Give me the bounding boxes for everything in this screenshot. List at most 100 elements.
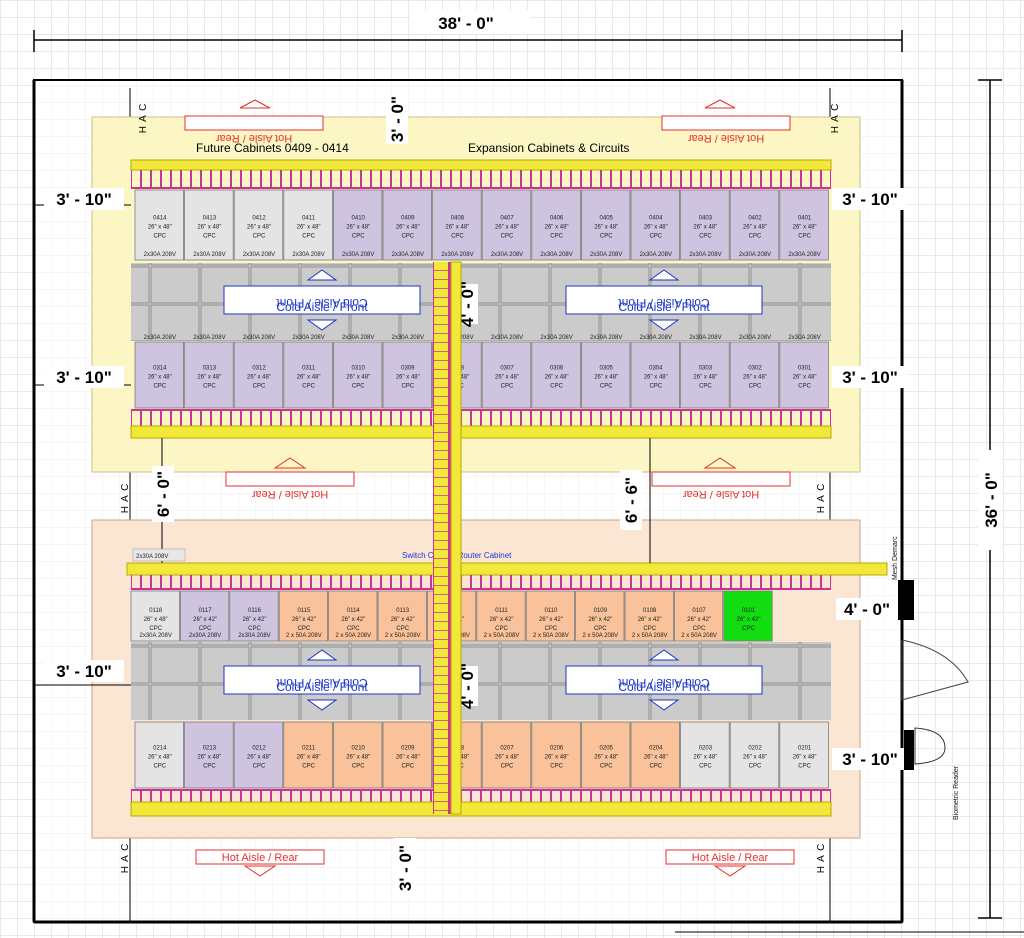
cabinet-size-0118: 26" x 48" bbox=[144, 617, 168, 623]
cabinet-size-0211: 26" x 48" bbox=[297, 755, 321, 761]
cabinet-size-0113: 26" x 42" bbox=[391, 617, 415, 623]
cabinet-type-0310: CPC bbox=[352, 384, 365, 390]
cabinet-size-0412: 26" x 48" bbox=[247, 224, 271, 230]
cabinet-id-0408: 0408 bbox=[451, 215, 465, 221]
cabinet-size-0406: 26" x 48" bbox=[545, 224, 569, 230]
cabinet-power-0314: 2x30A 208V bbox=[144, 335, 176, 341]
svg-text:6' - 0": 6' - 0" bbox=[154, 471, 173, 517]
cabinet-power-0312: 2x30A 208V bbox=[243, 335, 275, 341]
cabinet-id-0116: 0116 bbox=[248, 608, 262, 614]
cabinet-id-0204: 0204 bbox=[649, 746, 663, 752]
right-dimension: 36' - 0" bbox=[978, 79, 1002, 919]
cabinet-type-0405: CPC bbox=[600, 233, 613, 239]
cabinet-size-0414: 26" x 48" bbox=[148, 224, 172, 230]
hac-label-3: H A C bbox=[120, 483, 131, 514]
cabinet-type-0304: CPC bbox=[649, 384, 662, 390]
svg-text:Hot Aisle / Rear: Hot Aisle / Rear bbox=[251, 488, 328, 500]
hot-aisle-marker-1: Hot Aisle / Rear bbox=[184, 99, 324, 144]
cabinet-power-0109: 2 x 50A 208V bbox=[582, 633, 618, 639]
svg-text:4' - 0": 4' - 0" bbox=[458, 281, 477, 327]
cabinet-power-0412: 2x30A 208V bbox=[243, 252, 275, 258]
cabinet-type-0115: CPC bbox=[298, 626, 311, 632]
cable-tray-top bbox=[130, 159, 832, 189]
cabinet-size-0110: 26" x 42" bbox=[539, 617, 563, 623]
cabinet-size-0413: 26" x 48" bbox=[197, 224, 221, 230]
cabinet-type-0414: CPC bbox=[153, 233, 166, 239]
cabinet-power-0305: 2x30A 208V bbox=[590, 335, 622, 341]
entry-door: Mesh Demarc Biometric Reader bbox=[892, 536, 969, 820]
cabinet-type-0301: CPC bbox=[798, 384, 811, 390]
cabinet-type-0202: CPC bbox=[749, 764, 762, 770]
cabinet-id-0118: 0118 bbox=[149, 608, 163, 614]
cabinet-type-0305: CPC bbox=[600, 384, 613, 390]
cabinet-id-0313: 0313 bbox=[203, 366, 217, 372]
cabinet-type-0413: CPC bbox=[203, 233, 216, 239]
cabinet-id-0110: 0110 bbox=[544, 608, 558, 614]
cabinet-power-0107: 2 x 50A 208V bbox=[681, 633, 717, 639]
cabinet-id-0306: 0306 bbox=[550, 366, 564, 372]
cabinet-power-0110: 2 x 50A 208V bbox=[533, 633, 569, 639]
cabinet-type-0116: CPC bbox=[248, 626, 261, 632]
cabinet-type-0406: CPC bbox=[550, 233, 563, 239]
cabinet-id-0312: 0312 bbox=[252, 366, 266, 372]
cabinet-size-0402: 26" x 48" bbox=[743, 224, 767, 230]
cabinet-size-0408: 26" x 48" bbox=[445, 224, 469, 230]
cabinet-size-0114: 26" x 42" bbox=[341, 617, 365, 623]
cabinet-type-0312: CPC bbox=[253, 384, 266, 390]
cabinet-size-0201: 26" x 48" bbox=[793, 755, 817, 761]
cabinet-id-0401: 0401 bbox=[798, 215, 812, 221]
svg-text:Hot Aisle / Rear: Hot Aisle / Rear bbox=[215, 132, 292, 144]
tray-spine bbox=[450, 261, 462, 815]
cabinet-type-0111: CPC bbox=[495, 626, 508, 632]
svg-text:Cold Aisle / Front: Cold Aisle / Front bbox=[276, 300, 368, 314]
cabinet-type-0411: CPC bbox=[302, 233, 315, 239]
hot-aisle-marker-5: Hot Aisle / Rear bbox=[195, 849, 325, 877]
cabinet-id-0404: 0404 bbox=[649, 215, 663, 221]
cabinet-type-0118: CPC bbox=[149, 626, 162, 632]
cabinet-id-0201: 0201 bbox=[798, 746, 812, 752]
cabinet-type-0203: CPC bbox=[699, 764, 712, 770]
cabinet-id-0301: 0301 bbox=[798, 366, 812, 372]
cabinet-type-0302: CPC bbox=[749, 384, 762, 390]
svg-text:Cold Aisle / Front: Cold Aisle / Front bbox=[618, 300, 710, 314]
expansion-label: Expansion Cabinets & Circuits bbox=[468, 141, 629, 155]
hot-aisle-marker-3: Hot Aisle / Rear bbox=[225, 457, 355, 500]
svg-text:3' - 10": 3' - 10" bbox=[842, 750, 898, 769]
interior-dimensions: 3' - 10" 3' - 10" 3' - 10" 3' - 10" 3' -… bbox=[34, 94, 908, 898]
cabinet-id-0309: 0309 bbox=[401, 366, 415, 372]
cabinet-power-0404: 2x30A 208V bbox=[640, 252, 672, 258]
cold-aisle-marker-2: Cold Aisle / Front Cold Aisle / Front bbox=[565, 269, 763, 331]
cabinet-size-0214: 26" x 48" bbox=[148, 755, 172, 761]
cabinet-type-0101: CPC bbox=[742, 626, 755, 632]
svg-text:Hot Aisle / Rear: Hot Aisle / Rear bbox=[682, 488, 759, 500]
cabinet-id-0107: 0107 bbox=[692, 608, 706, 614]
hot-aisle-marker-4: Hot Aisle / Rear bbox=[651, 457, 791, 500]
cabinet-type-0107: CPC bbox=[693, 626, 706, 632]
cabinet-type-0113: CPC bbox=[396, 626, 409, 632]
cabinet-type-0409: CPC bbox=[401, 233, 414, 239]
cabinet-size-0109: 26" x 42" bbox=[588, 617, 612, 623]
cabinet-type-0401: CPC bbox=[798, 233, 811, 239]
cabinet-type-0214: CPC bbox=[153, 764, 166, 770]
cabinet-power-0304: 2x30A 208V bbox=[640, 335, 672, 341]
cabinet-power-0402: 2x30A 208V bbox=[739, 252, 771, 258]
cabinet-power-0116: 2x30A 208V bbox=[238, 633, 270, 639]
cabinet-size-0203: 26" x 48" bbox=[693, 755, 717, 761]
